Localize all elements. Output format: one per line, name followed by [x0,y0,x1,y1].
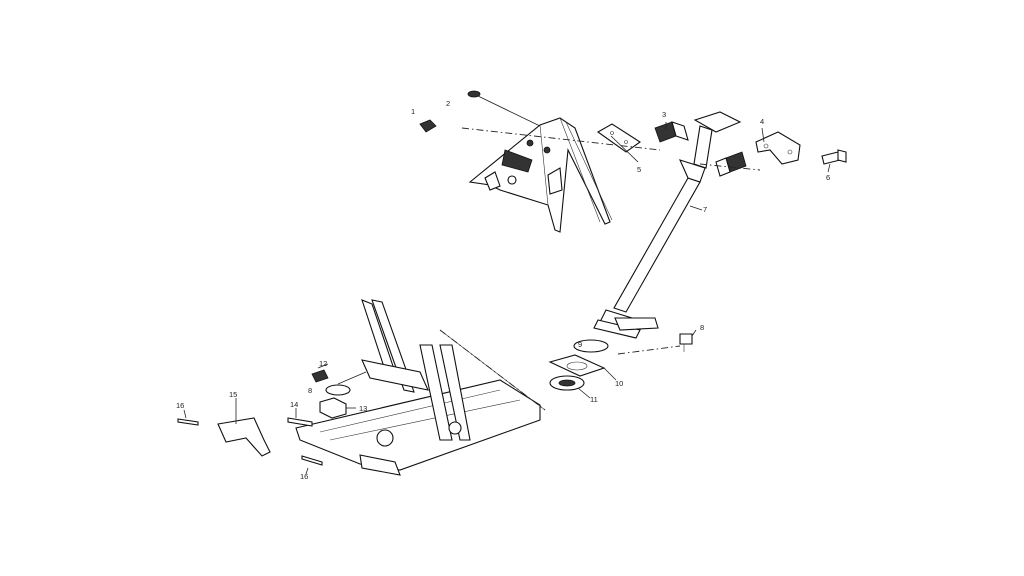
pin-part-14 [287,417,313,427]
upper-frame-bracket [468,117,613,233]
clamp-bracket [755,131,801,165]
cotter-pin-16-left [177,418,199,426]
bushing-blocks [654,121,747,177]
bearing-part-11 [549,375,585,391]
callout-8-upper: 8 [700,323,704,332]
callout-3: 3 [662,110,666,119]
callout-14: 14 [290,400,298,409]
main-frame [295,299,546,476]
callout-9: 9 [578,340,582,349]
bolt-part-8-upper [679,333,693,352]
bracket-part-15 [217,417,271,457]
steering-column [593,111,742,339]
callout-13: 13 [359,404,367,413]
washer-part-9 [573,339,609,353]
callout-4: 4 [760,117,764,126]
callout-labels: 1 2 3 4 5 6 7 8 9 10 11 12 8 13 14 15 16… [176,99,830,481]
washer-part-2 [467,90,481,98]
washer-part-8-lower [325,384,351,396]
leader-lines [183,95,831,475]
plate-part [596,123,641,153]
callout-16-lower: 16 [300,472,308,481]
callout-15: 15 [229,390,237,399]
callout-11: 11 [590,395,598,404]
callout-8-lower: 8 [308,386,312,395]
callout-5: 5 [637,165,641,174]
callout-2: 2 [446,99,450,108]
flange-part-10 [548,354,606,377]
nut-part-12 [311,369,329,383]
nut-part-1 [419,119,437,133]
callout-7: 7 [703,205,707,214]
callout-6: 6 [826,173,830,182]
callout-16-left: 16 [176,401,184,410]
callout-12: 12 [319,359,327,368]
bolt-part [821,149,847,165]
nut-part-13 [319,397,347,419]
cotter-pin-16-lower [301,455,323,466]
callout-10: 10 [615,379,623,388]
callout-1: 1 [411,107,415,116]
